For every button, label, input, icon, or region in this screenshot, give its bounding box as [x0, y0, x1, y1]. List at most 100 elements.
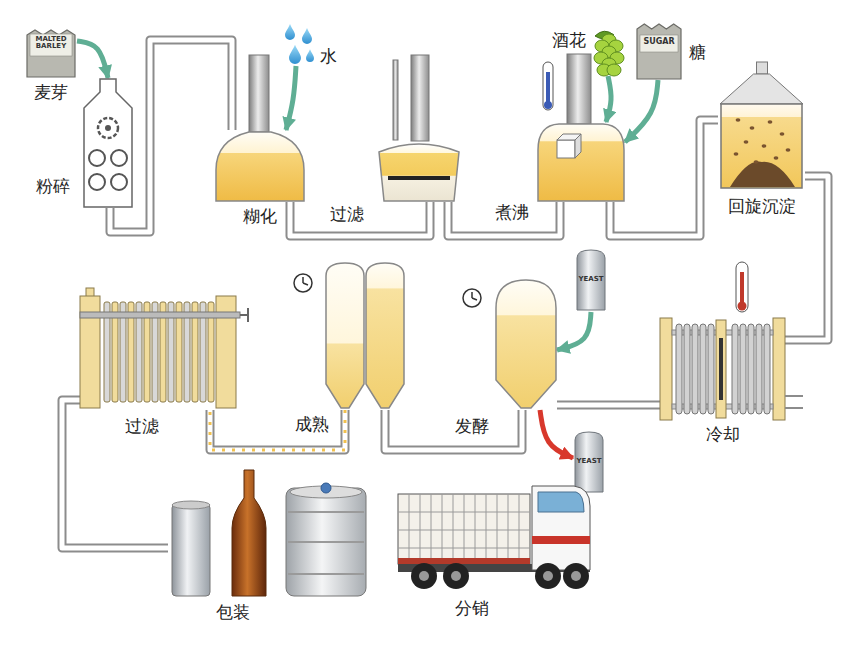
kettle-body: [538, 124, 624, 201]
mill-roller: [111, 174, 127, 190]
trailer-slat: [409, 494, 410, 560]
trub-particle: [768, 120, 773, 124]
hops-drawing: [592, 30, 626, 76]
vessel-stalk: [411, 55, 429, 141]
heat-plate: [764, 324, 770, 414]
center-sight: [719, 338, 723, 400]
trub-cone: [730, 162, 795, 187]
heat-plate: [708, 324, 714, 414]
press-handle: [240, 308, 248, 322]
truck-cab: [532, 486, 590, 570]
trailer-slat: [398, 512, 530, 513]
wort-cooler-drawing: [660, 318, 785, 420]
wheel-hub: [419, 571, 429, 581]
thermometer-body: [736, 262, 748, 312]
process-label: 包装: [216, 602, 250, 622]
mash-vessel-drawing: [215, 130, 305, 202]
malt-bag: MALTED BARLEY麦芽: [25, 28, 77, 78]
heat-plate: [740, 324, 746, 414]
mash-vessel: 糊化: [215, 130, 305, 202]
pipe-wall: [210, 410, 345, 450]
mill-body: [84, 79, 132, 207]
pipe-bore: [210, 410, 345, 450]
wheel: [411, 563, 437, 589]
hop-bract: [607, 64, 621, 76]
yeast-can: [575, 432, 603, 492]
trailer-stripe: [398, 558, 530, 564]
wheel: [443, 563, 469, 589]
pipe-bore: [290, 202, 430, 236]
water-drop: [302, 28, 312, 44]
end-plate: [660, 318, 672, 420]
sugar-bag: SUGAR糖: [635, 22, 683, 80]
trailer-slat: [475, 494, 476, 560]
can-top: [172, 501, 210, 509]
wheel-hub: [451, 571, 461, 581]
thermometer-body: [543, 62, 553, 110]
keg-rib: [288, 573, 364, 575]
arrow-line: [625, 80, 658, 142]
cooler-thermometer: [736, 262, 748, 312]
fermenter: 发酵: [495, 278, 557, 410]
brew-kettle-drawing: [537, 122, 625, 202]
mill-roller: [89, 150, 105, 166]
pipe-wall: [62, 400, 168, 548]
pipe-wall: [290, 202, 430, 236]
trub-particle: [736, 118, 741, 122]
pipe-wall: [448, 202, 560, 236]
pipe-bore: [62, 400, 168, 548]
trailer-slat: [442, 494, 443, 560]
pipe: [610, 120, 718, 236]
whirlpool-tank-drawing: [718, 62, 805, 190]
process-label: 过滤: [330, 204, 364, 224]
sack-label-panel: [640, 35, 678, 52]
process-label: 过滤: [125, 416, 159, 436]
trub-particle: [774, 156, 779, 160]
pipe-wall: [610, 120, 718, 236]
keg-rib: [288, 541, 364, 543]
process-label: 粉碎: [36, 176, 70, 196]
sack: [27, 30, 75, 77]
yeast-can: YEAST: [573, 432, 605, 494]
trub-particle: [780, 132, 785, 136]
press-rod: [80, 312, 240, 318]
trailer-slat: [431, 494, 432, 560]
trailer-slat: [453, 494, 454, 560]
mill-roller: [111, 150, 127, 166]
trub-particle: [750, 126, 755, 130]
trailer-slat: [398, 530, 530, 531]
vessel-stalk: [249, 55, 269, 132]
beer-bottle: [232, 470, 266, 596]
lauter-tun-drawing: [378, 140, 460, 202]
flow-arrow: [77, 41, 108, 78]
mill-gear-hub: [105, 125, 111, 131]
flow-arrow: [286, 66, 296, 130]
pipe: [210, 410, 345, 450]
trub-particle: [786, 148, 791, 152]
beer-can: [172, 504, 210, 596]
trailer-slat: [519, 494, 520, 560]
water-drop: [306, 49, 314, 62]
process-label: 糊化: [243, 206, 277, 226]
sack-label-panel: [30, 34, 72, 56]
process-label: 回旋沉淀: [728, 196, 796, 216]
trub-particle: [762, 144, 767, 148]
wheel: [535, 563, 561, 589]
delivery-truck-drawing: [398, 480, 593, 592]
kettle-thermometer: [543, 62, 553, 110]
process-label: 酒花: [552, 30, 586, 50]
mash-vessel-body: [216, 132, 304, 201]
thermometer-column: [740, 272, 744, 306]
process-label: 发酵: [455, 416, 489, 436]
pipe: [290, 202, 430, 236]
thermometer-column: [546, 72, 550, 104]
cab-stripe: [532, 536, 590, 544]
heat-plate: [692, 324, 698, 414]
trailer-slat: [398, 548, 530, 549]
lauter-tun-body: [379, 144, 459, 201]
trailer-slat: [464, 494, 465, 560]
cab-window: [538, 492, 584, 512]
pipe-wall: [385, 410, 522, 450]
wheel-hub: [543, 571, 553, 581]
